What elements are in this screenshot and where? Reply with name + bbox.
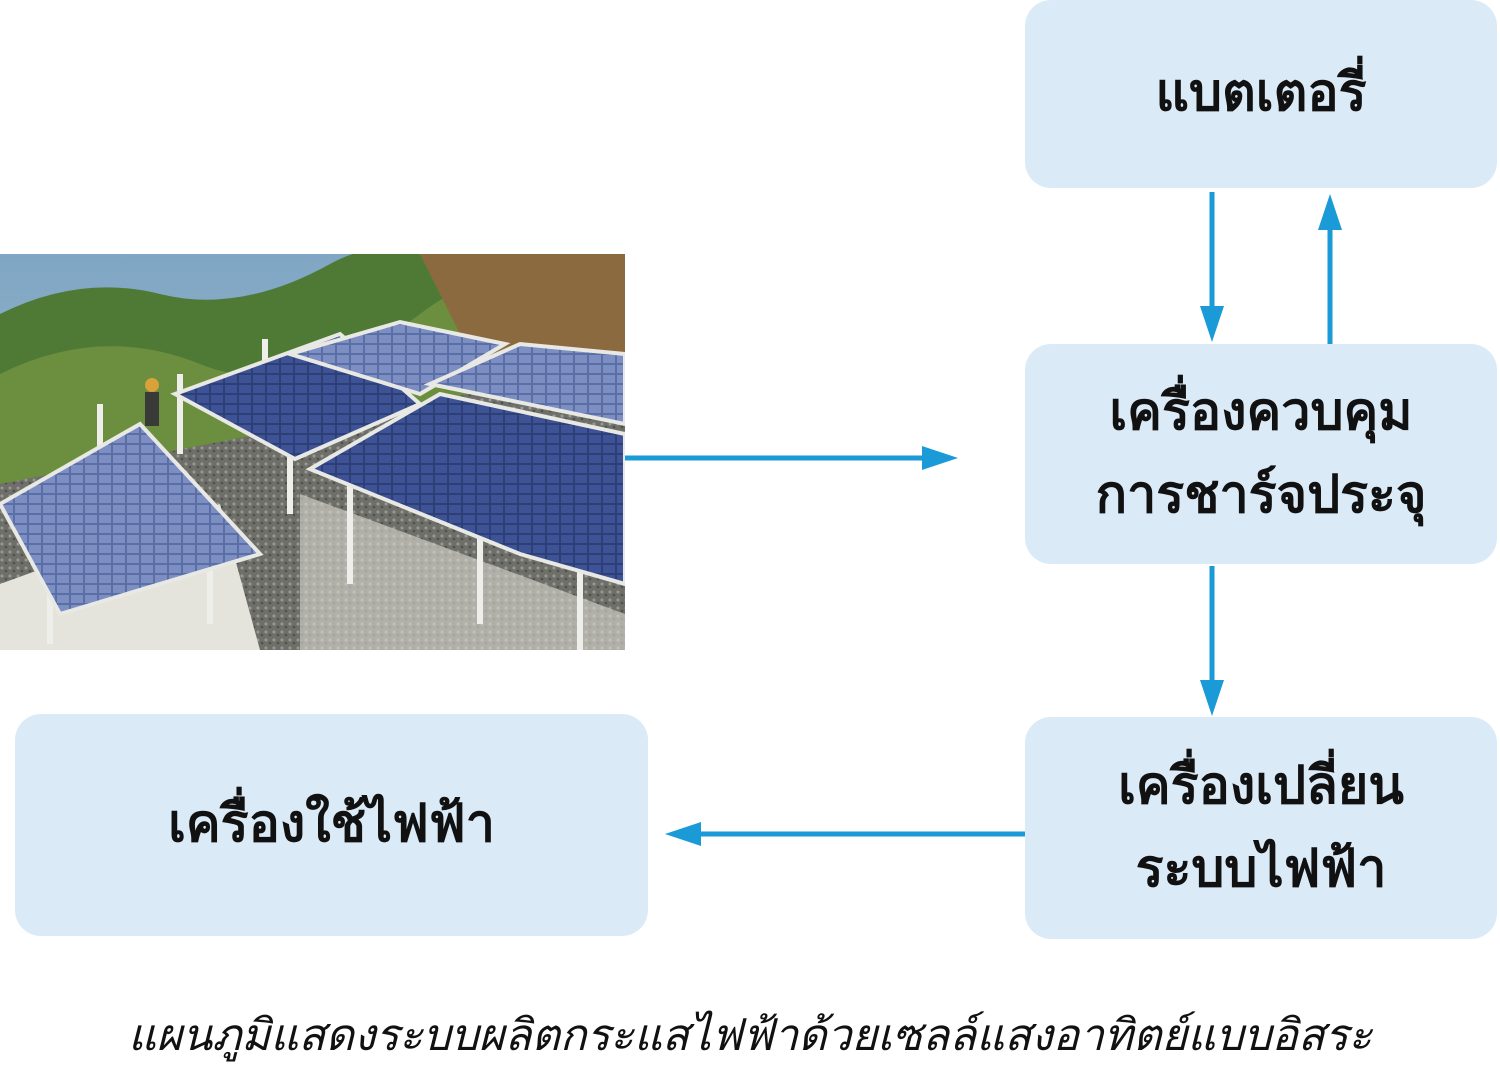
appliance-box: เครื่องใช้ไฟฟ้า	[15, 714, 648, 936]
arrow-inverter-to-appliance	[665, 822, 1025, 846]
inverter-label-line-2: ระบบไฟฟ้า	[1135, 839, 1387, 899]
battery-box: แบตเตอรี่	[1025, 0, 1497, 188]
charge-controller-box: เครื่องควบคุม การชาร์จประจุ	[1025, 344, 1497, 564]
charge-controller-label-line-1: เครื่องควบคุม	[1109, 381, 1413, 442]
arrow-battery-to-charge-controller	[1200, 192, 1224, 342]
arrow-charge-controller-to-inverter	[1200, 566, 1224, 716]
solar-panels-photo	[0, 254, 625, 650]
battery-label: แบตเตอรี่	[1155, 63, 1367, 124]
diagram-caption: แผนภูมิแสดงระบบผลิตกระแสไฟฟ้าด้วยเซลล์แส…	[127, 1010, 1373, 1061]
arrow-charge-controller-to-battery	[1318, 194, 1342, 345]
inverter-label-line-1: เครื่องเปลี่ยน	[1118, 755, 1404, 816]
charge-controller-label-line-2: การชาร์จประจุ	[1095, 465, 1427, 525]
inverter-box: เครื่องเปลี่ยน ระบบไฟฟ้า	[1025, 717, 1497, 939]
appliance-label: เครื่องใช้ไฟฟ้า	[168, 794, 495, 855]
arrow-photo-to-charge-controller	[625, 446, 958, 470]
